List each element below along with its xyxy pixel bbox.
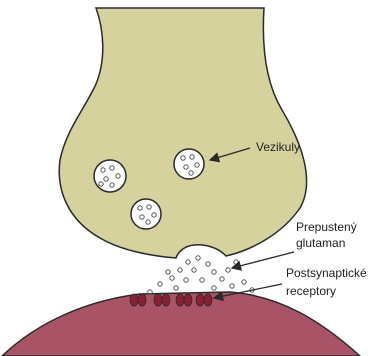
synaptic-vesicle: [94, 160, 126, 192]
synaptic-vesicle: [131, 199, 161, 229]
receptors-label-line2: receptory: [286, 284, 336, 299]
released-glutamate-label-line1: Prepustený: [296, 220, 357, 235]
released-glutamate-label-line2: glutaman: [296, 236, 345, 251]
synaptic-vesicle: [174, 149, 204, 179]
presynaptic-terminal: [59, 8, 306, 258]
released-glutamate-arrow: [232, 252, 294, 268]
released-glutamate: [148, 256, 254, 294]
receptors-label-line1: Postsynaptické: [286, 266, 367, 281]
vesicles-label: Vezikuly: [256, 140, 300, 155]
